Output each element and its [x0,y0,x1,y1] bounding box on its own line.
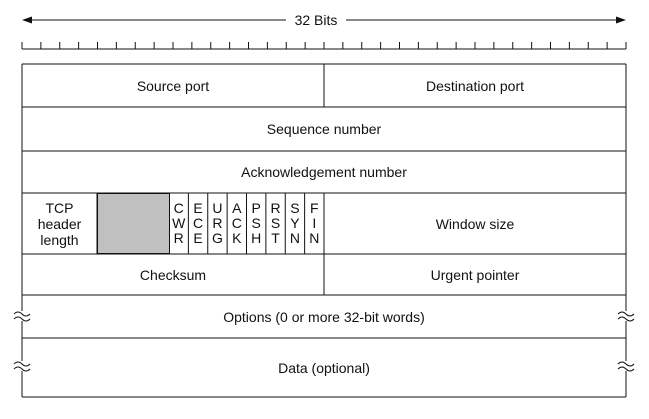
flag-letter: Y [290,215,300,231]
flag-letter: F [310,200,319,216]
flag-letter: E [193,230,203,246]
reserved-bits-block [97,193,170,254]
header-length-line-1: TCP [45,199,74,216]
flag-letter: W [172,215,186,231]
ruler-arrowhead-right [616,16,626,24]
flag-letter: R [270,200,281,216]
urgent-pointer-field: Urgent pointer [430,266,520,283]
destination-port-field: Destination port [425,77,525,94]
sequence-number-field: Sequence number [266,121,382,137]
flag-letter: C [231,215,242,231]
flag-letter: N [309,230,320,246]
ruler-arrowhead-left [22,16,32,24]
flag-letter: U [212,200,223,216]
ruler-label: 32 Bits [286,11,346,29]
flag-letter: T [271,230,280,246]
flag-letter: S [251,215,261,231]
tcp-header-length-field: TCP header length [22,193,97,254]
acknowledgement-number-field: Acknowledgement number [241,164,407,180]
flag-letter: E [193,200,203,216]
flag-letter: K [232,230,242,246]
flag-letter: C [193,215,204,231]
flag-letter: I [312,215,317,231]
flag-letter: A [232,200,242,216]
header-length-line-2: header [37,215,82,232]
checksum-field: Checksum [139,266,207,283]
flag-letter: S [270,215,281,231]
flag-letter: H [251,230,262,246]
flag-letter: N [289,230,300,246]
options-field: Options (0 or more 32-bit words) [223,308,425,325]
flag-letter: S [290,200,300,216]
data-field: Data (optional) [278,359,370,376]
flag-letter: G [211,230,223,246]
flag-letter: R [212,215,223,231]
ruler-ticks [21,42,627,49]
flag-letter: R [173,230,184,246]
break-marks [13,311,635,372]
window-size-field: Window size [435,215,515,232]
header-length-line-3: length [40,231,79,248]
flag-letter: P [251,200,261,216]
source-port-field: Source port [136,77,210,94]
bit-ruler [21,16,627,50]
flag-letter: C [173,200,184,216]
